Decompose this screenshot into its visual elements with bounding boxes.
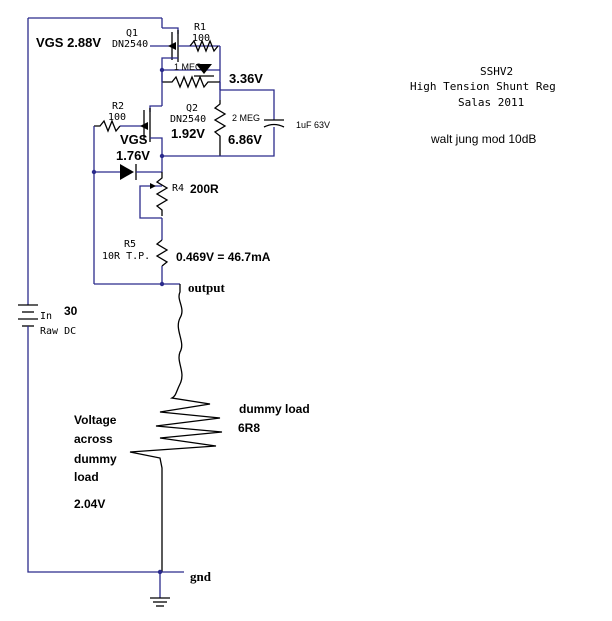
r4-ref-label: R4 — [172, 183, 185, 194]
source-desc: Raw DC — [40, 326, 77, 337]
r2-value-label: 100 — [108, 112, 127, 123]
r-2meg-resistor — [213, 100, 227, 156]
r4-value-label: 200R — [190, 182, 219, 196]
battery-source — [18, 304, 38, 330]
r4-resistor — [155, 172, 169, 216]
source-label: In — [40, 311, 53, 322]
voltage-note-line-1: Voltage — [74, 413, 117, 427]
r-2meg-label: 2 MEG — [232, 113, 261, 123]
r5-resistor — [155, 239, 169, 267]
c1-value-label: 1uF 63V — [296, 120, 331, 130]
annotation-vgs-q1: VGS 2.88V — [36, 35, 102, 50]
ground-symbol — [150, 571, 184, 607]
voltage-note-line-2: across — [74, 432, 113, 446]
wire-r4-wiper — [139, 185, 162, 219]
voltage-note-value: 2.04V — [74, 497, 106, 511]
junction-dot — [157, 569, 163, 575]
dummy-load-label: dummy load — [239, 402, 310, 416]
annotation-vgs-q2-value: 1.76V — [116, 148, 150, 163]
junction-dot — [159, 153, 165, 159]
r1-resistor — [189, 39, 219, 53]
dummy-load-value: 6R8 — [238, 421, 261, 435]
title-line-1: SSHV2 — [480, 65, 514, 78]
r2-ref-label: R2 — [112, 101, 125, 112]
annotation-current: 0.469V = 46.7mA — [176, 250, 271, 264]
q1-mosfet-symbol — [150, 27, 220, 71]
q2-part-label: DN2540 — [170, 114, 207, 125]
r-1meg-label: 1 MEG — [174, 62, 203, 72]
q1-ref-label: Q1 — [126, 28, 139, 39]
annotation-3v36: 3.36V — [229, 71, 263, 86]
q1-part-label: DN2540 — [112, 39, 149, 50]
r-1meg-resistor — [162, 75, 220, 89]
junction-dot — [91, 169, 97, 175]
q2-ref-label: Q2 — [186, 103, 199, 114]
r2-resistor — [94, 119, 121, 133]
q2-zener-diode — [94, 164, 162, 180]
output-label: output — [188, 280, 225, 295]
r5-ref-label: R5 — [124, 239, 137, 250]
c1-capacitor — [263, 119, 285, 128]
title-line-2: High Tension Shunt Reg — [410, 80, 556, 93]
wire-left-rail-bottom — [27, 330, 160, 573]
r1-value-label: 100 — [192, 33, 211, 44]
dummy-load-resistor — [129, 284, 223, 572]
voltage-note-line-4: load — [74, 470, 99, 484]
r5-value-label: 10R T.P. — [102, 251, 151, 262]
junction-dot — [159, 67, 165, 73]
junction-dot — [159, 281, 165, 287]
title-line-3: Salas 2011 — [458, 96, 525, 109]
gnd-label: gnd — [190, 569, 211, 584]
source-voltage: 30 — [64, 304, 78, 318]
title-note: walt jung mod 10dB — [431, 132, 537, 146]
voltage-note-line-3: dummy — [74, 452, 117, 466]
annotation-6v86: 6.86V — [228, 132, 262, 147]
q2-mosfet-symbol — [120, 105, 163, 156]
annotation-vgs-q2-label: VGS — [120, 132, 148, 147]
r1-ref-label: R1 — [194, 22, 207, 33]
q1-zener-diode — [194, 64, 214, 77]
annotation-1v92: 1.92V — [171, 126, 205, 141]
